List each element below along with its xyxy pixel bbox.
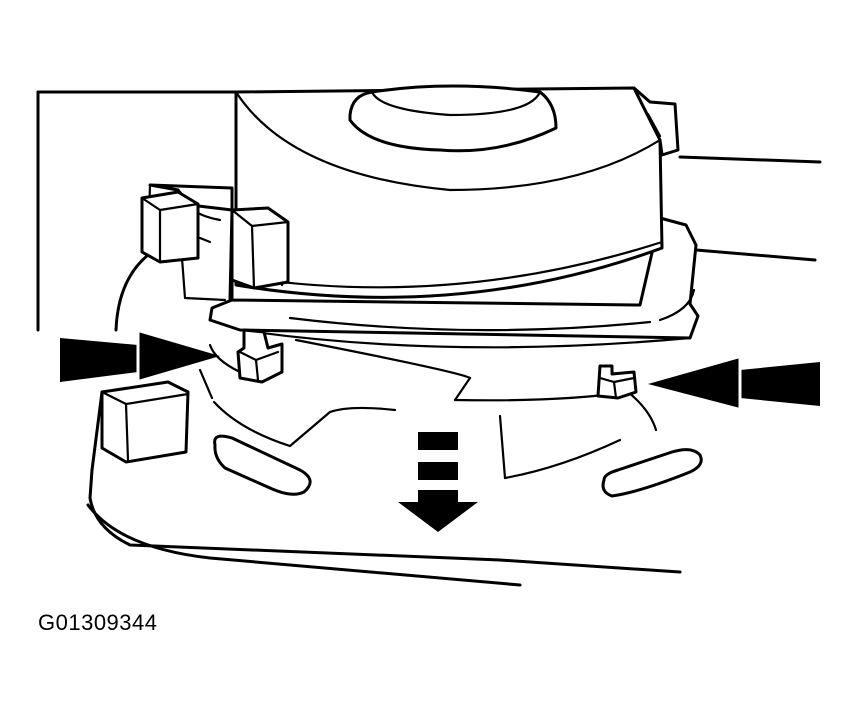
removal-direction-arrow	[398, 432, 478, 532]
side-bracket	[100, 380, 190, 464]
housing-outline	[36, 90, 822, 587]
right-tab	[632, 86, 680, 157]
top-cap	[348, 84, 558, 153]
mounting-slot-left	[213, 434, 312, 496]
lower-rim	[100, 343, 703, 498]
arrow-right-pointing-left-clip	[60, 332, 220, 382]
locking-tab	[140, 190, 290, 290]
retaining-clip-right	[596, 364, 638, 400]
mounting-ring	[146, 183, 700, 402]
mounting-slot-right	[601, 448, 703, 498]
retaining-clip-left	[236, 328, 284, 384]
figure-code: G01309344	[38, 610, 158, 635]
arrow-left-pointing-right-clip	[648, 358, 820, 408]
motor-body	[234, 84, 680, 299]
